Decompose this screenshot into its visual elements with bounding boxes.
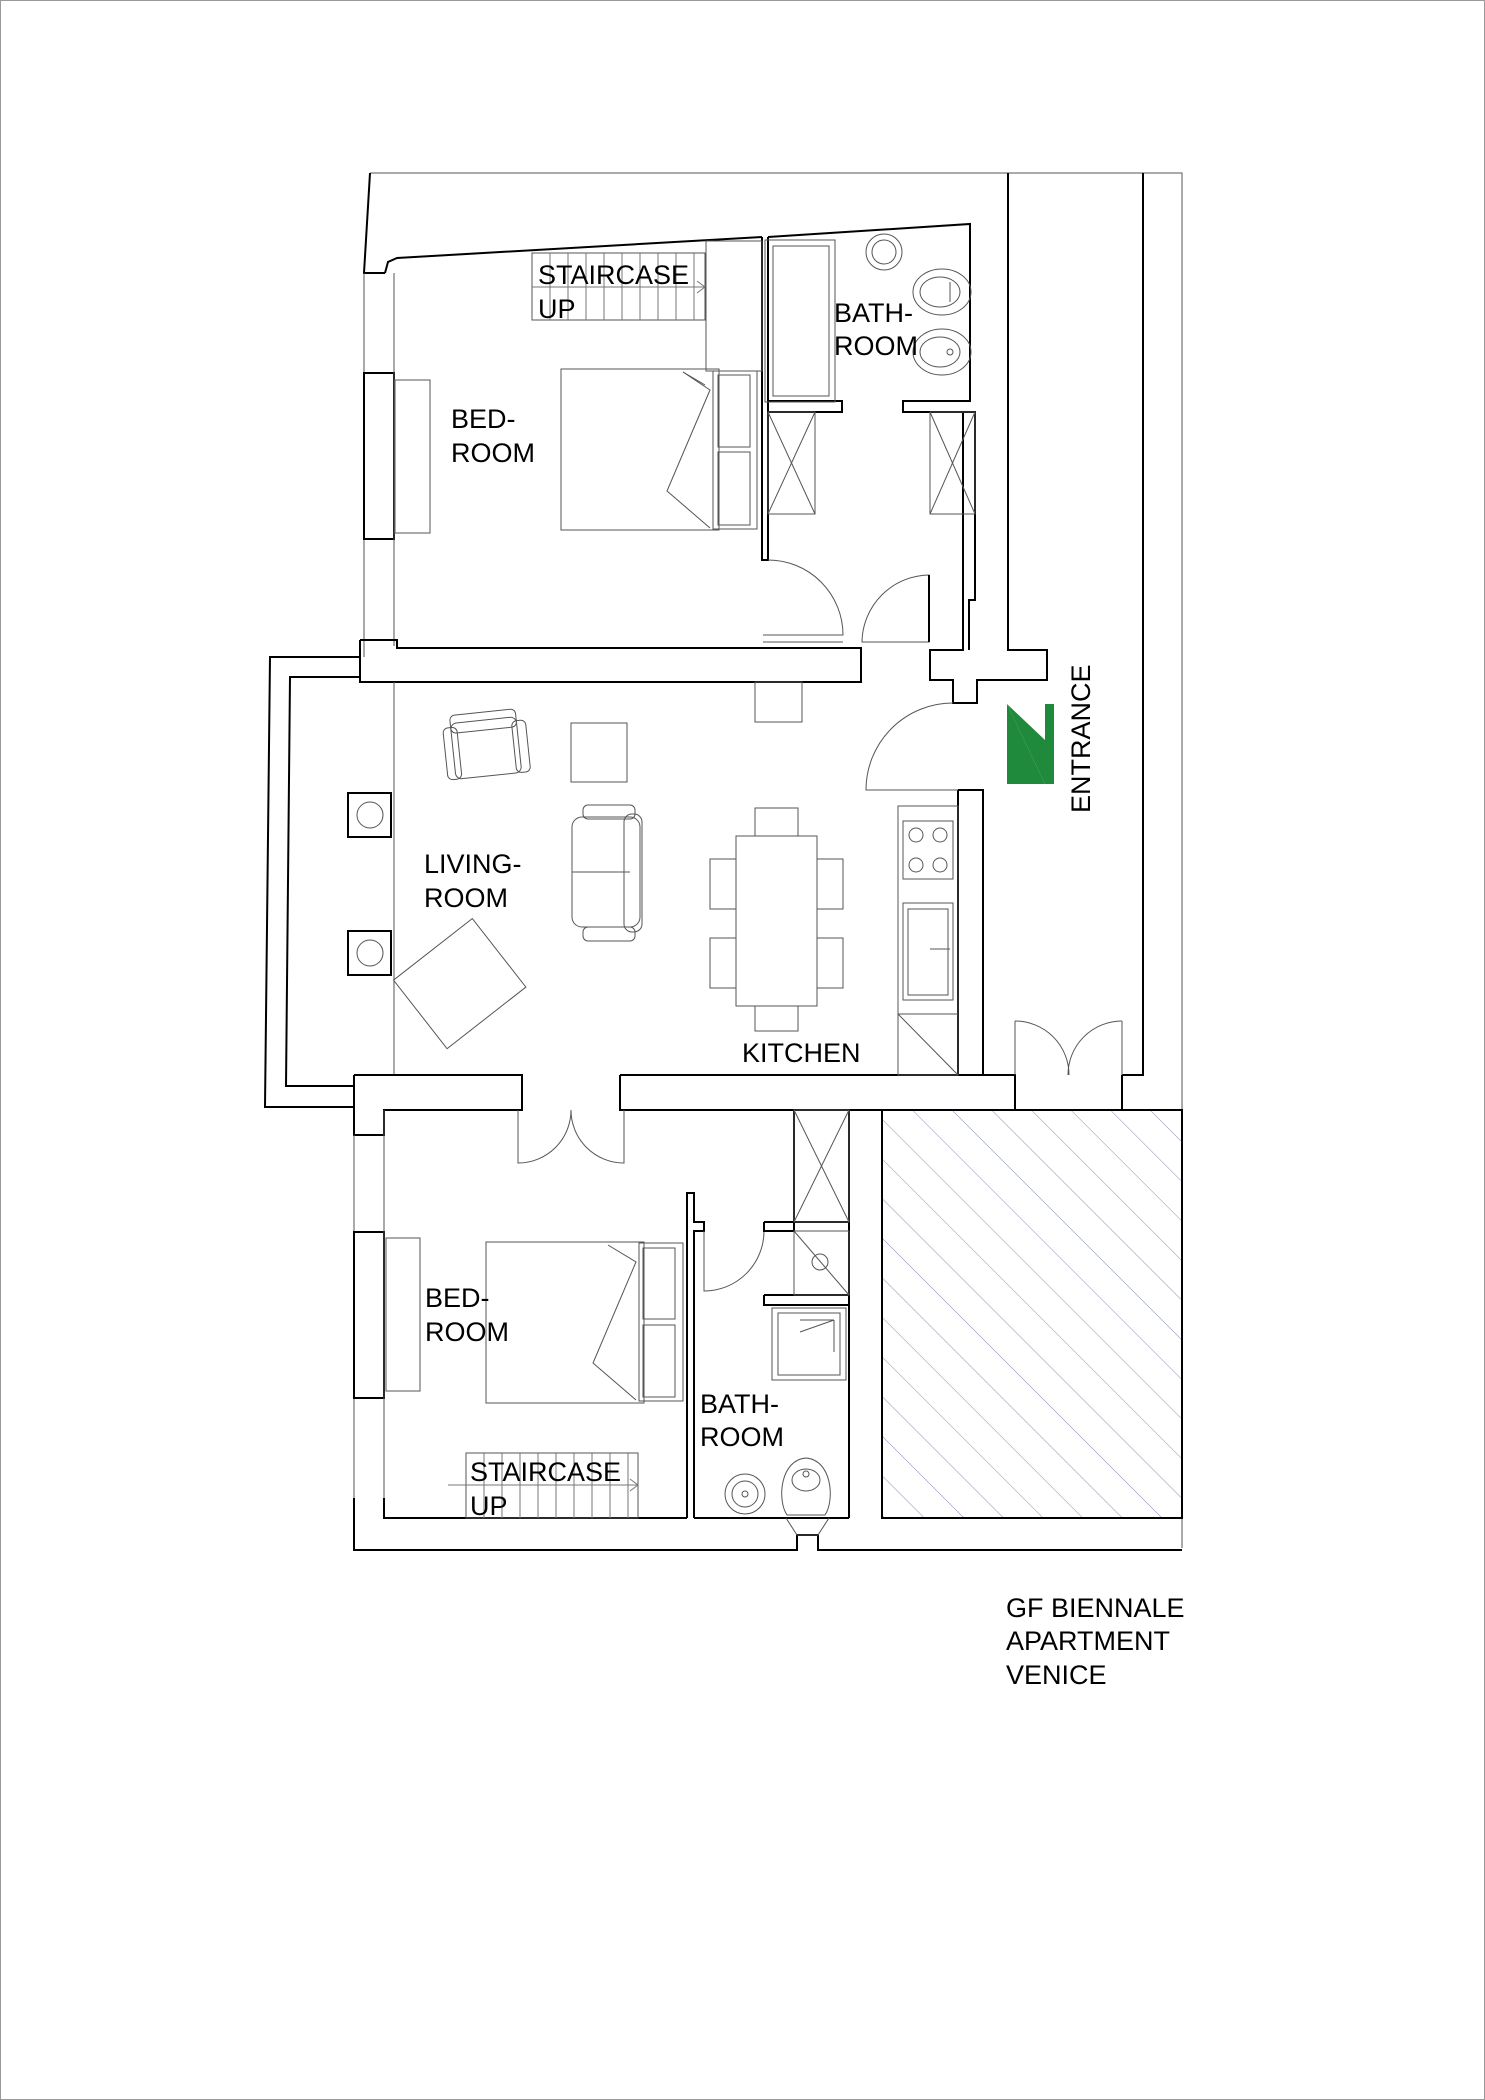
closet-right — [929, 411, 976, 515]
entrance-label: ENTRANCE — [1066, 664, 1096, 813]
upper-partitions — [761, 222, 976, 650]
bedroom-bottom-label: BED- ROOM — [425, 1283, 509, 1347]
staircase-bottom-label: STAIRCASE UP — [470, 1457, 629, 1521]
living-furniture — [347, 681, 844, 1050]
hatched-courtyard — [881, 1109, 1183, 1519]
upper-bedroom-furniture — [394, 240, 763, 534]
plan-title: GF BIENNALE APARTMENT VENICE — [1006, 1593, 1192, 1690]
kitchen-counter — [865, 702, 1123, 1076]
exterior-walls — [263, 172, 1183, 1551]
triangle-arrow-icon — [1007, 704, 1054, 784]
lower-bedroom — [385, 1109, 765, 1519]
kitchen-label: KITCHEN — [742, 1038, 861, 1068]
bedroom-top-label: BED- ROOM — [451, 404, 535, 468]
closet-left — [767, 411, 816, 515]
living-room-label: LIVING- ROOM — [424, 849, 529, 913]
bathroom-bottom-label: BATH- ROOM — [700, 1389, 787, 1452]
lower-bathroom — [724, 1109, 850, 1518]
bathroom-top-label: BATH- ROOM — [834, 298, 921, 361]
staircase-top-label: STAIRCASE UP — [538, 260, 697, 324]
